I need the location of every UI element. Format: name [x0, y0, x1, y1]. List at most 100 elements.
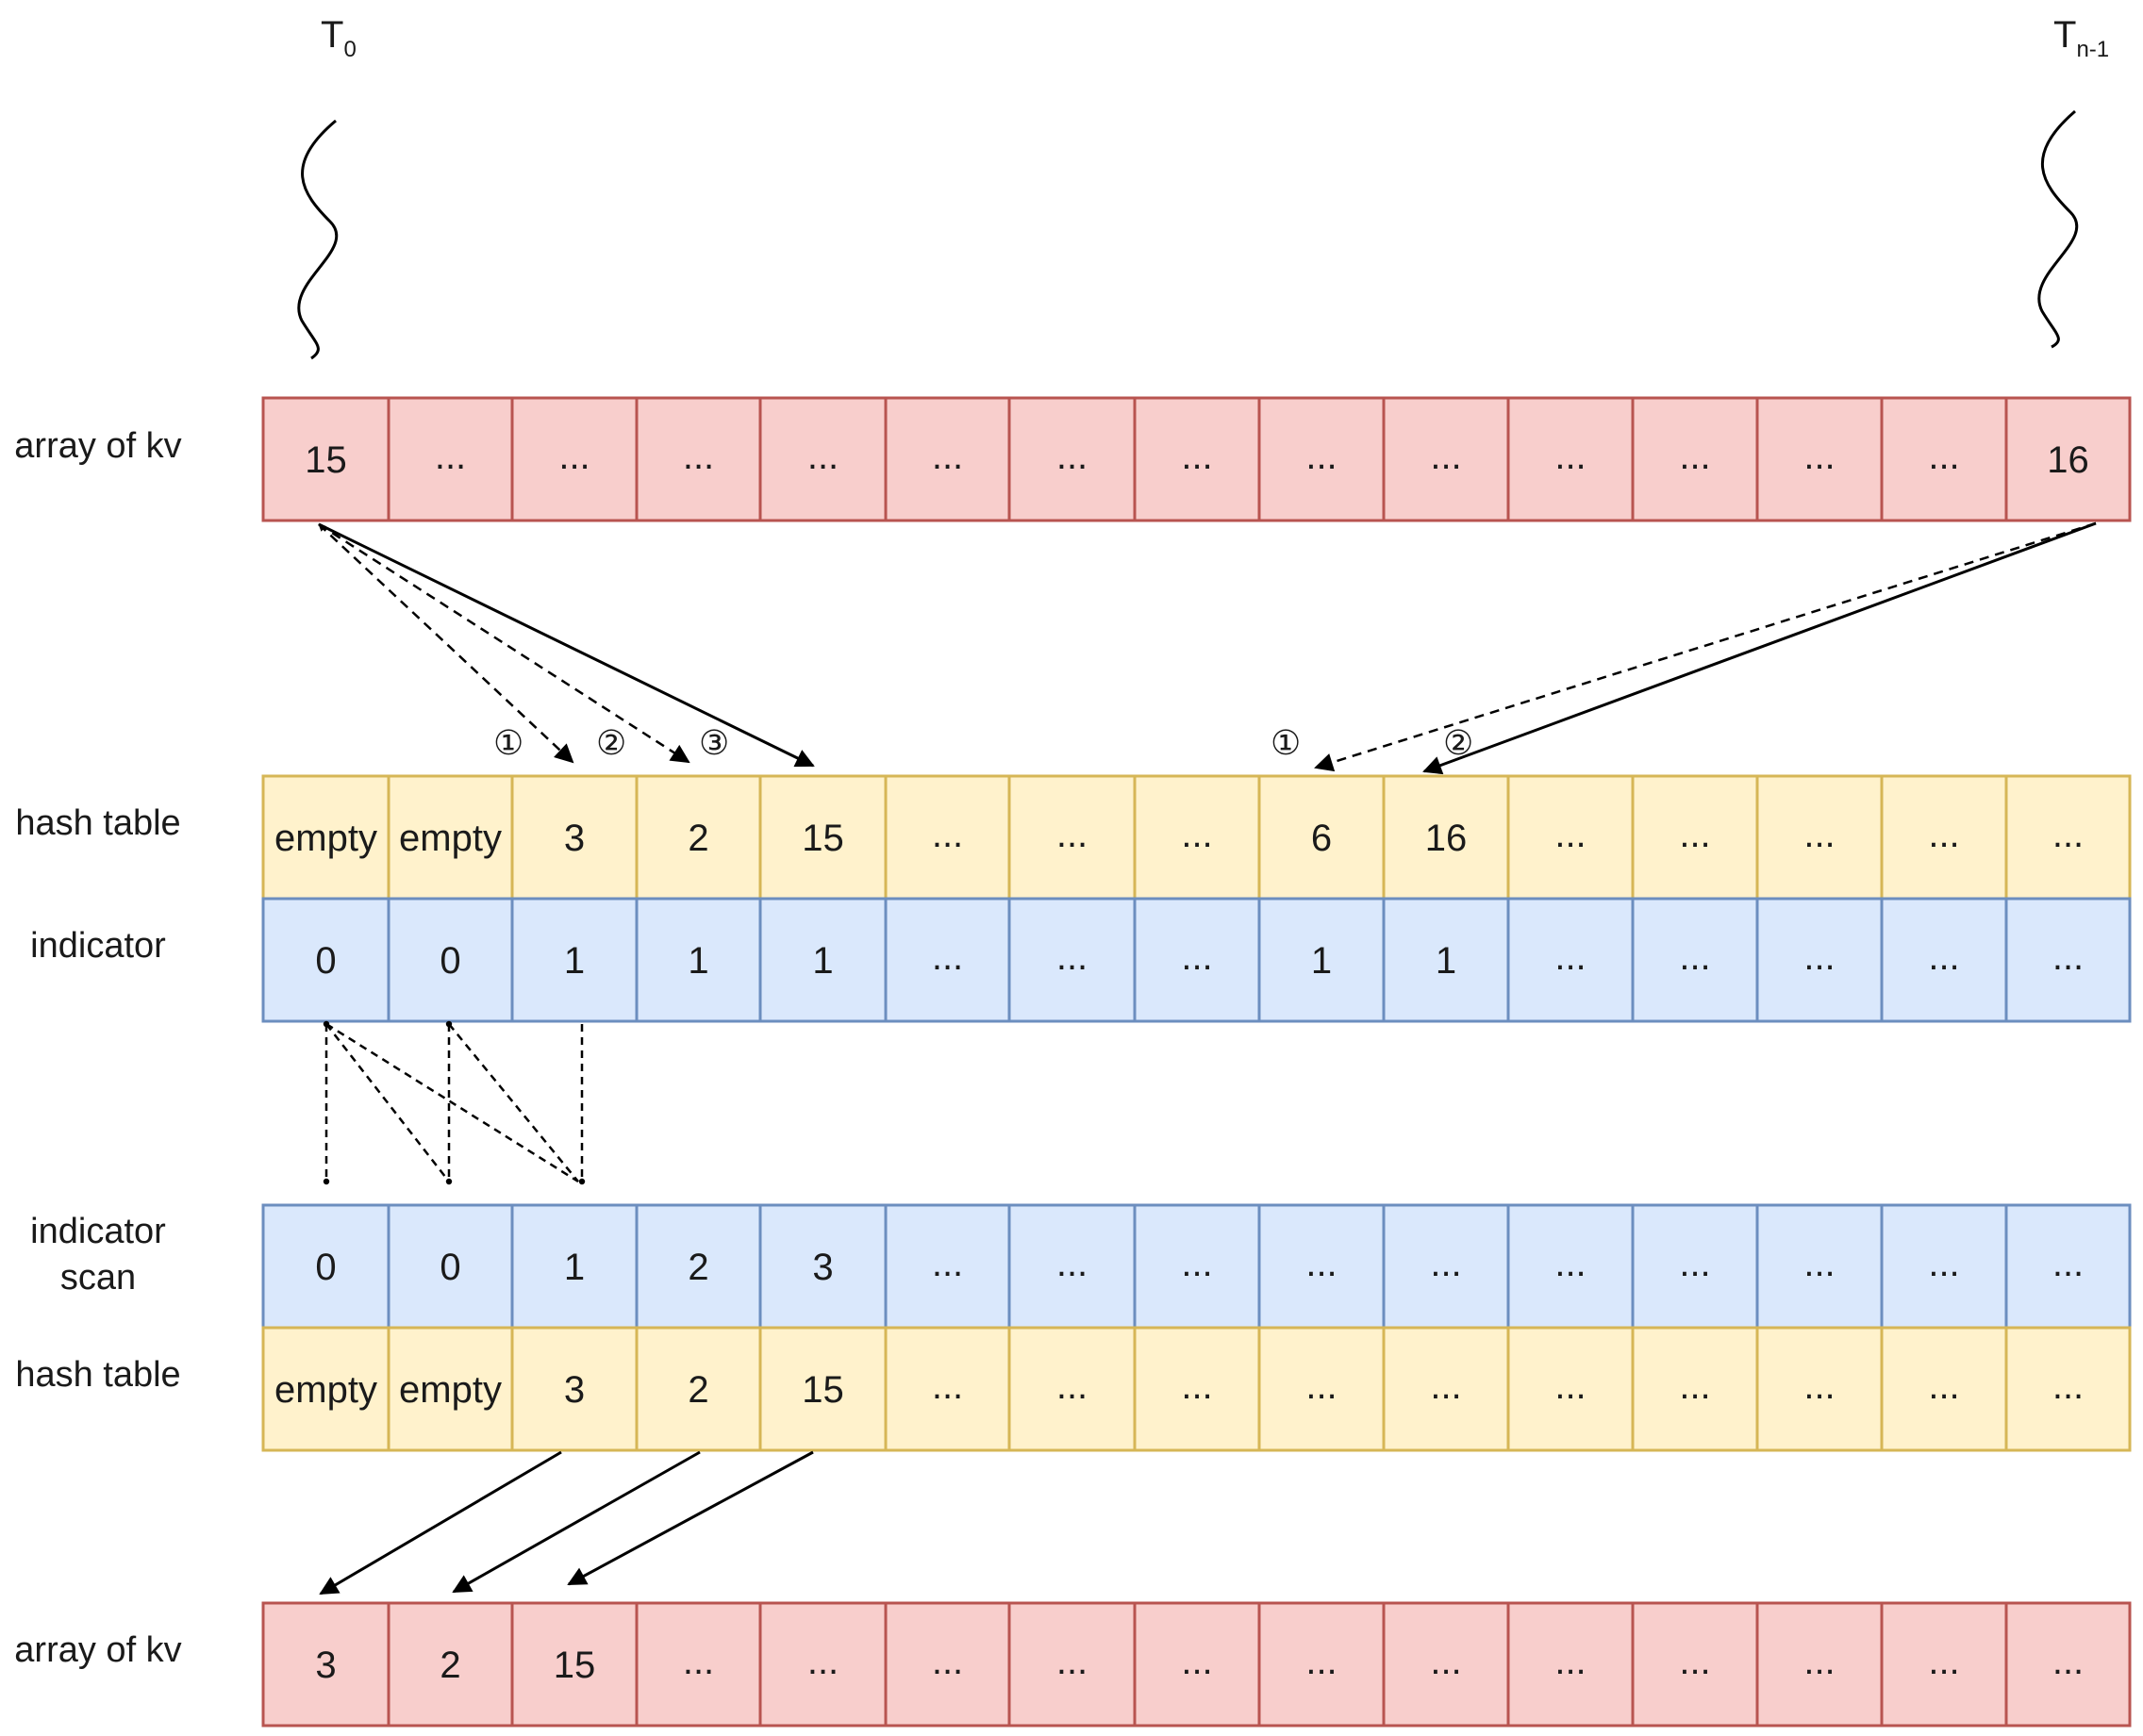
- cell: [635, 1203, 762, 1330]
- cell: [1133, 1601, 1261, 1728]
- step-marker-t0-2: ②: [596, 724, 626, 763]
- cell: [387, 1601, 514, 1728]
- cell-value: ...: [683, 436, 714, 477]
- row-label: hash table: [15, 803, 180, 843]
- cell-value: ...: [1056, 436, 1088, 477]
- step-marker-t0-3: ③: [699, 724, 729, 763]
- cell: [261, 1601, 390, 1728]
- cell-value: ...: [1056, 1365, 1088, 1407]
- cell: [1755, 1326, 1884, 1452]
- cell-value: ...: [807, 436, 839, 477]
- cell-value: 1: [564, 940, 585, 982]
- cell: [1880, 774, 2008, 901]
- cell-value: ...: [1554, 436, 1586, 477]
- row-array-of-kv: array of kv 15...........................…: [14, 396, 2132, 522]
- cell: [1631, 774, 1759, 901]
- cell-value: 15: [802, 1369, 844, 1411]
- cell: [1631, 1326, 1759, 1452]
- cell: [758, 897, 888, 1023]
- cell-value: ...: [1181, 1243, 1212, 1284]
- cell: [1007, 1601, 1137, 1728]
- cell-value: ...: [1430, 1641, 1461, 1682]
- row-label: hash table: [15, 1355, 180, 1395]
- cell: [387, 1203, 514, 1330]
- cell: [387, 396, 514, 522]
- cell-value: 1: [812, 940, 833, 982]
- cell-value: ...: [1803, 814, 1835, 855]
- scan-connector: [448, 1023, 579, 1182]
- cell: [1880, 1601, 2008, 1728]
- cell-value: ...: [1554, 936, 1586, 978]
- cell-value: 0: [440, 1247, 460, 1288]
- cell-value: 16: [1425, 818, 1468, 859]
- thread-label-tn-1: Tn-1: [2053, 14, 2109, 62]
- scan-connector: [325, 1023, 450, 1182]
- cell: [1755, 897, 1884, 1023]
- cell: [1007, 774, 1137, 901]
- cell-value: 15: [305, 439, 347, 481]
- t0-probe-1-arrow: [318, 523, 574, 764]
- tn-1-probe-1-arrow: [1314, 521, 2097, 772]
- cell: [1631, 897, 1759, 1023]
- cell: [1755, 1601, 1884, 1728]
- thread-tn-1-squiggle-icon: [2037, 109, 2079, 349]
- cell-value: ...: [932, 814, 963, 855]
- thread-label-t0: T0: [321, 14, 357, 62]
- cell: [510, 1203, 639, 1330]
- cell: [2004, 1326, 2132, 1452]
- scan-connector: [325, 1022, 579, 1183]
- cell-value: ...: [1928, 436, 1959, 477]
- cell-value: ...: [1803, 436, 1835, 477]
- cell-value: 1: [688, 940, 708, 982]
- cell-value: ...: [1181, 814, 1212, 855]
- cell-value: ...: [1056, 1243, 1088, 1284]
- cell-value: ...: [1305, 1641, 1337, 1682]
- cell-value: 2: [440, 1645, 460, 1686]
- cell: [884, 897, 1011, 1023]
- cell-value: ...: [2052, 1243, 2084, 1284]
- cell-value: ...: [932, 936, 963, 978]
- cell: [635, 1601, 762, 1728]
- cell-value: 0: [315, 940, 336, 982]
- cell: [510, 774, 639, 901]
- cell-value: empty: [274, 818, 377, 859]
- cell-value: ...: [558, 436, 590, 477]
- cell-value: ...: [1305, 1243, 1337, 1284]
- cell-value: ...: [1305, 436, 1337, 477]
- cell: [758, 396, 888, 522]
- cell-value: ...: [1554, 1365, 1586, 1407]
- cell-value: ...: [2052, 814, 2084, 855]
- cell: [1755, 396, 1884, 522]
- t0-probe-2-arrow: [318, 522, 690, 764]
- cell: [261, 1203, 390, 1330]
- cell-value: ...: [2052, 1641, 2084, 1682]
- cell: [1755, 774, 1884, 901]
- cell: [1506, 1203, 1635, 1330]
- cell: [1133, 897, 1261, 1023]
- scan-connectors: [323, 1020, 586, 1185]
- cell: [1506, 1601, 1635, 1728]
- cell: [884, 396, 1011, 522]
- cell-value: ...: [1056, 936, 1088, 978]
- cell-value: ...: [2052, 1365, 2084, 1407]
- row-label: array of kv: [14, 1630, 181, 1670]
- cell-value: ...: [1430, 436, 1461, 477]
- cell: [2004, 396, 2132, 522]
- cell-value: 3: [812, 1247, 833, 1288]
- cell: [2004, 897, 2132, 1023]
- cell-value: ...: [1056, 1641, 1088, 1682]
- cell-value: ...: [1679, 1243, 1710, 1284]
- cell: [387, 1326, 514, 1452]
- cell-value: 6: [1311, 818, 1332, 859]
- cell-value: ...: [1803, 936, 1835, 978]
- cell-value: 3: [564, 1369, 585, 1411]
- cell-value: 15: [802, 818, 844, 859]
- cell-value: ...: [1430, 1243, 1461, 1284]
- row-label: array of kv: [14, 426, 181, 466]
- cell: [1631, 396, 1759, 522]
- cell: [884, 1203, 1011, 1330]
